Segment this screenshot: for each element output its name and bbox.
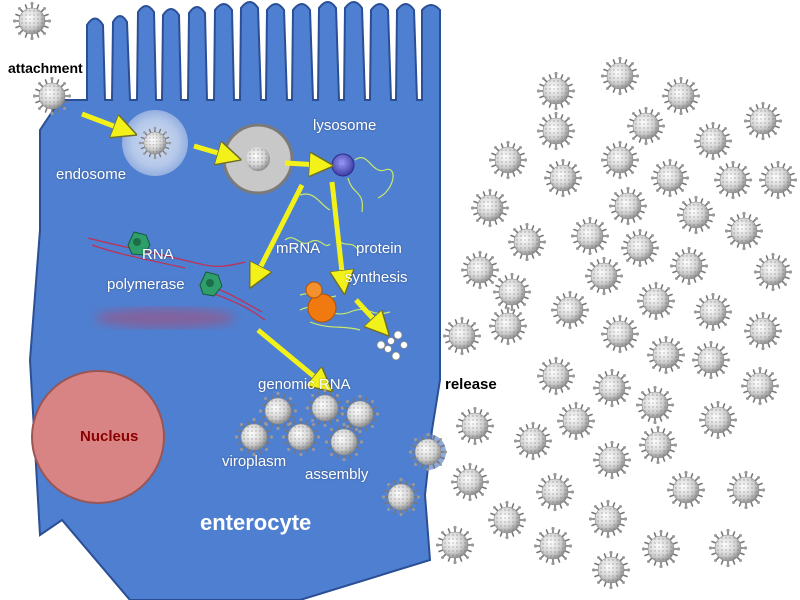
arrow-attach-to-endosome — [81, 111, 124, 130]
virus-attaching-top — [12, 1, 52, 41]
rna-blur — [95, 308, 235, 328]
protein-particles — [376, 330, 408, 361]
genomic-rna-label: genomic RNA — [258, 376, 351, 393]
budding-viruses — [381, 432, 448, 517]
assembly-label: assembly — [305, 466, 369, 483]
ribosome-icon — [305, 281, 337, 323]
rna-polymerase-enzyme — [127, 231, 223, 297]
arrow-endosome-to-vesicle — [193, 146, 228, 156]
nucleus — [31, 370, 165, 504]
release-label: release — [445, 376, 497, 393]
released-viruses — [435, 56, 798, 590]
endosome-label: endosome — [56, 166, 127, 183]
protein-synthesis-label-line1: protein — [356, 240, 402, 257]
arrow-to-proteins — [354, 298, 380, 326]
enterocyte-label: enterocyte — [200, 510, 312, 535]
viroplasm-label: viroplasm — [222, 453, 287, 470]
rna-polymerase-label-line2: polymerase — [107, 276, 185, 293]
lysosome-label: lysosome — [313, 117, 377, 134]
pathway-arrows — [81, 111, 380, 383]
protein-synthesis-label-line2: synthesis — [345, 269, 408, 286]
virus-in-endosome — [138, 126, 172, 160]
arrow-to-protein-synthesis — [332, 181, 343, 281]
arrow-to-polymerase — [256, 183, 305, 276]
rna-polymerase-label-line1: RNA — [142, 246, 174, 263]
nucleus-label: Nucleus — [80, 428, 139, 445]
virus-attaching — [32, 76, 72, 116]
mrna-label: mRNA — [276, 240, 321, 257]
arrow-to-genomic-rna — [256, 328, 322, 383]
arrow-vesicle-to-lysosome — [284, 163, 320, 165]
attachment-label: attachment — [8, 60, 83, 76]
